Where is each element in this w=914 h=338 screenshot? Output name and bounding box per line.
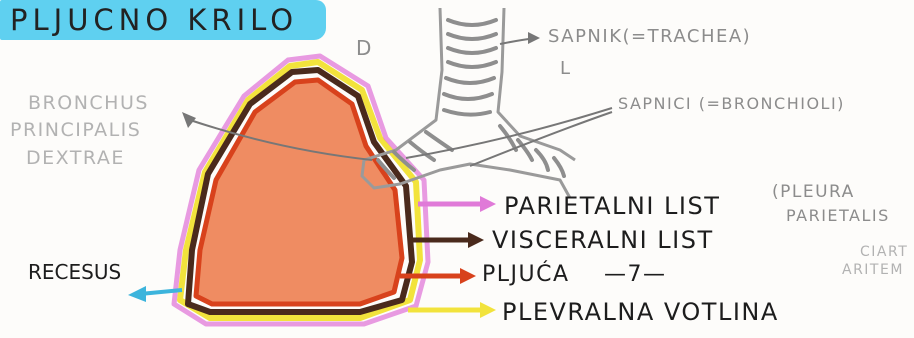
cut-text-2: ARITEM xyxy=(842,262,904,278)
lung-arrowhead xyxy=(460,268,476,284)
lung-label: PLJUĆA xyxy=(482,262,570,287)
bronchus-label-3: DEXTRAE xyxy=(26,147,125,169)
visceral-arrowhead xyxy=(468,232,484,248)
pleural-cavity-label: PLEVRALNA VOTLINA xyxy=(502,298,779,326)
visceral-label: VISCERALNI LIST xyxy=(492,226,714,254)
recess-arrowhead xyxy=(128,286,146,302)
parietal-label: PARIETALNI LIST xyxy=(504,192,720,220)
cavity-arrowhead xyxy=(480,302,496,318)
bronchioles-label: SAPNICI (=BRONCHIOLI) xyxy=(618,94,845,113)
bronchus-arrowhead xyxy=(182,112,196,128)
trachea-rings xyxy=(378,20,564,178)
trachea-arrowhead xyxy=(528,32,540,44)
cut-text-1: CIART xyxy=(860,244,908,260)
page-number: —7— xyxy=(604,262,667,287)
parietal-arrowhead xyxy=(480,196,496,212)
parietal-note-1: (PLEURA xyxy=(772,182,855,202)
trachea-label: SAPNIK(=TRACHEA) xyxy=(548,26,751,47)
side-mark: D xyxy=(356,36,373,60)
bronchus-label-1: BRONCHUS xyxy=(28,92,149,114)
bronchus-label-2: PRINCIPALIS xyxy=(10,119,141,141)
recess-label: RECESUS xyxy=(28,260,121,284)
parietal-note-2: PARIETALIS xyxy=(786,206,890,225)
trachea-sub: L xyxy=(560,58,572,79)
